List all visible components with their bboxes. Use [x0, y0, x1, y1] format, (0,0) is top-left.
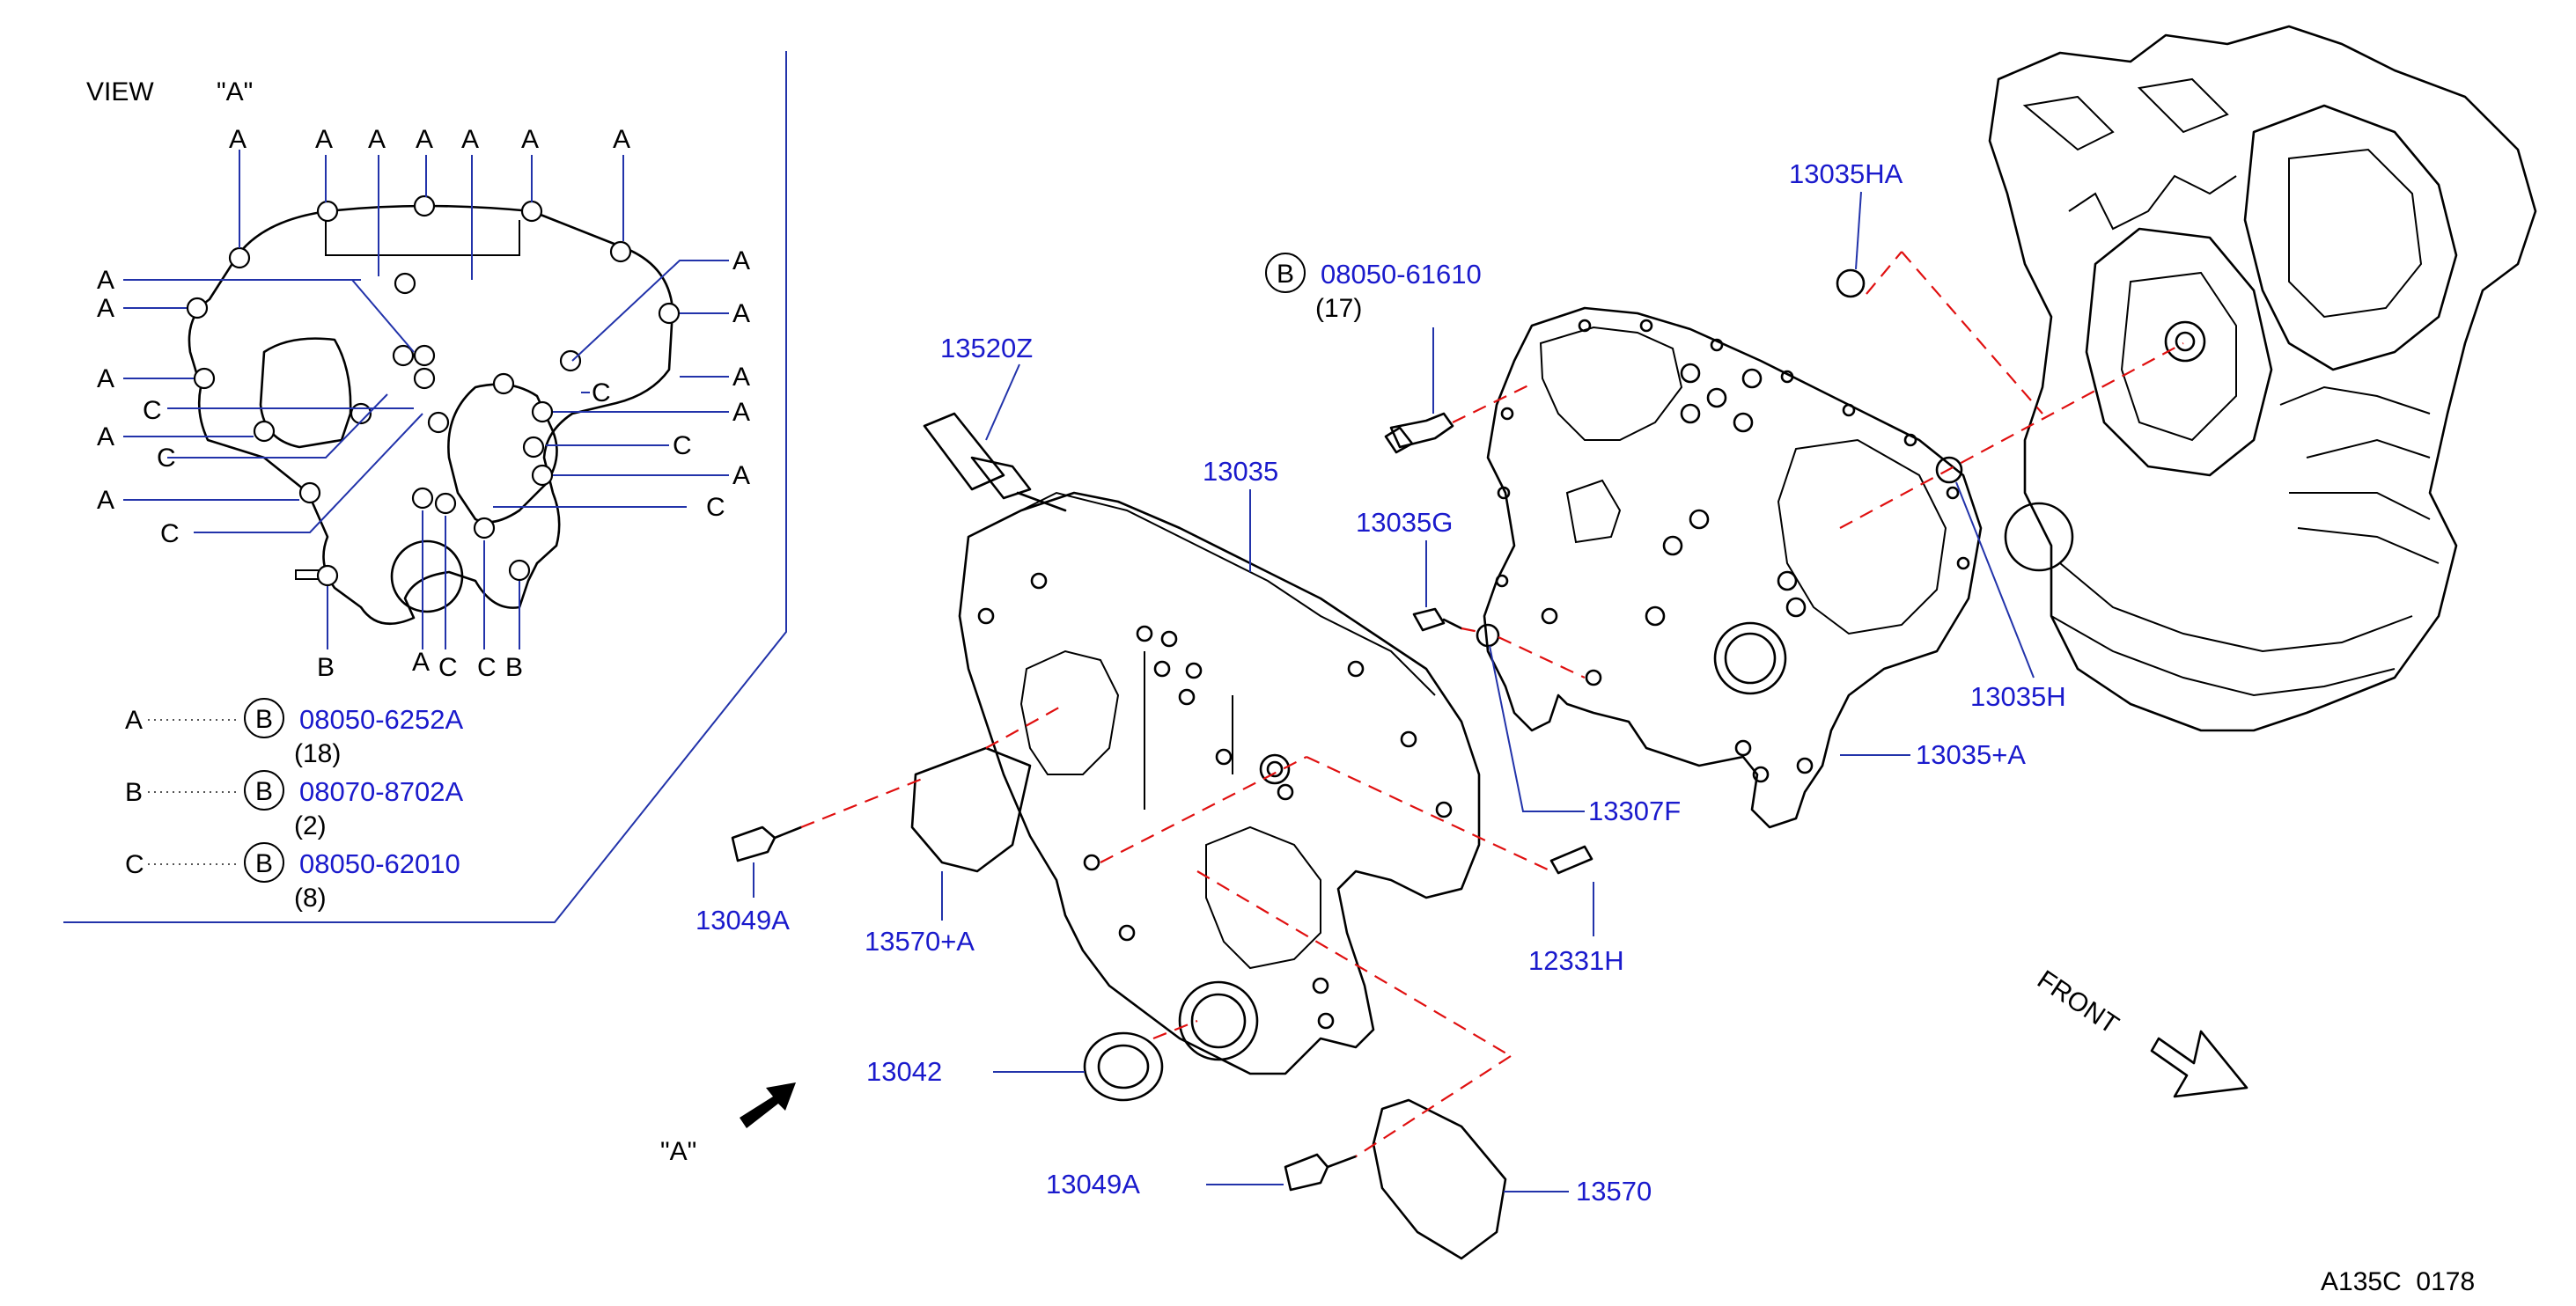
b-circle — [1265, 253, 1306, 293]
inset-border — [63, 51, 787, 923]
letter-a: A — [732, 461, 750, 490]
label-13570: 13570 — [1576, 1176, 1652, 1207]
view-a-right-chamber — [447, 383, 558, 524]
legend-mark: B — [255, 777, 273, 806]
legend-mark: B — [255, 705, 273, 734]
letter-c: C — [592, 378, 611, 407]
view-a-letters: A A A A A A A A A A A A C C C A A A C A … — [97, 125, 750, 682]
label-13035-a: 13035+A — [1916, 739, 2026, 770]
letter-c: C — [157, 444, 176, 473]
label-13035: 13035 — [1203, 456, 1278, 487]
gasket-13035h — [1935, 456, 1963, 484]
legend-mark: B — [255, 849, 273, 878]
letter-a: A — [97, 266, 114, 295]
view-a-arrow: "A" — [660, 1082, 796, 1166]
legend-row-b: B B 08070-8702A (2) — [125, 770, 463, 840]
label-12331h: 12331H — [1528, 945, 1624, 976]
oil-seal-13042 — [1083, 1031, 1164, 1102]
letter-a: A — [521, 125, 539, 154]
view-a-crank-seal — [390, 539, 464, 613]
letter-c: C — [143, 396, 162, 425]
b-circle — [244, 698, 284, 738]
letter-c: C — [477, 653, 497, 682]
letter-a: A — [613, 125, 630, 154]
label-08050-61610: 08050-61610 — [1321, 259, 1482, 290]
stud-13035g — [1412, 607, 1463, 632]
assembly-lines — [800, 251, 2184, 1157]
b-circle — [244, 770, 284, 811]
letter-a: A — [97, 422, 114, 451]
legend-key: A — [125, 706, 143, 735]
legend-qty: (2) — [294, 811, 327, 840]
engine-block — [1988, 25, 2537, 732]
bolt-top-mark: B — [1277, 260, 1294, 289]
letter-a: A — [416, 125, 433, 154]
legend-part: 08050-62010 — [299, 848, 460, 879]
letter-a: A — [732, 299, 750, 328]
letter-b: B — [317, 653, 335, 682]
letter-a: A — [97, 294, 114, 323]
bolt-13049a-left — [731, 825, 803, 862]
front-arrow-icon — [2150, 1030, 2248, 1098]
front-timing-cover — [958, 491, 1481, 1075]
legend-row-c: C B 08050-62010 (8) — [125, 842, 460, 913]
letter-a: A — [97, 364, 114, 393]
label-13035ha: 13035HA — [1789, 158, 1903, 189]
legend-qty: (8) — [294, 884, 327, 913]
letter-a: A — [97, 486, 114, 515]
label-13520z: 13520Z — [940, 333, 1033, 363]
letter-b: B — [505, 653, 523, 682]
letter-a: A — [368, 125, 386, 154]
view-a-leaders — [123, 150, 729, 649]
bolt-legend: A B 08050-6252A (18) B B 08070-8702A (2)… — [125, 698, 463, 913]
letter-c: C — [706, 493, 725, 522]
letter-a: A — [229, 125, 247, 154]
gasket-13035ha — [1836, 268, 1866, 298]
letter-a: A — [412, 648, 430, 677]
label-13035h: 13035H — [1970, 681, 2066, 712]
view-title: VIEW — [86, 77, 154, 106]
front-indicator: FRONT — [2032, 965, 2248, 1098]
view-arrow-label: "A" — [660, 1137, 696, 1166]
cover-13570 — [1372, 1098, 1507, 1260]
legend-part: 08050-6252A — [299, 704, 463, 735]
letter-a: A — [732, 398, 750, 427]
bolt-13049a-bottom — [1284, 1153, 1358, 1192]
b-circle — [244, 842, 284, 883]
label-13035g: 13035G — [1356, 507, 1453, 538]
legend-row-a: A B 08050-6252A (18) — [125, 698, 463, 768]
view-a-top-bracket — [325, 220, 520, 256]
view-a-inset: VIEW "A" — [63, 51, 787, 923]
label-13049a-bottom: 13049A — [1046, 1169, 1140, 1200]
label-13042: 13042 — [866, 1056, 942, 1087]
dowel-pin-12331h — [1549, 845, 1593, 875]
label-13570-a: 13570+A — [865, 926, 975, 957]
letter-a: A — [461, 125, 479, 154]
label-qty-17: (17) — [1315, 294, 1362, 323]
letter-a: A — [732, 246, 750, 275]
letter-a: A — [315, 125, 333, 154]
bolt-08050-61610 — [1384, 412, 1454, 454]
rear-timing-cover — [1483, 306, 1983, 829]
label-13307f: 13307F — [1588, 796, 1681, 826]
legend-part: 08070-8702A — [299, 776, 463, 807]
front-label: FRONT — [2032, 965, 2123, 1039]
letter-c: C — [160, 519, 180, 548]
legend-key: B — [125, 778, 143, 807]
legend-key: C — [125, 850, 144, 879]
dipstick-tube — [923, 412, 1067, 512]
diagram-id: A135C 0178 — [2321, 1267, 2475, 1296]
label-13049a-left: 13049A — [696, 905, 790, 935]
letter-c: C — [673, 431, 692, 460]
view-a-bolt-holes — [186, 194, 681, 587]
callouts: B 08050-61610 (17) 13520Z 13035 13035G 1… — [696, 158, 2066, 1207]
gasket-13570-a — [910, 746, 1032, 873]
o-ring-13307f — [1476, 623, 1500, 648]
legend-qty: (18) — [294, 739, 341, 768]
letter-a: A — [732, 363, 750, 392]
view-name: "A" — [217, 77, 253, 106]
letter-c: C — [438, 653, 458, 682]
